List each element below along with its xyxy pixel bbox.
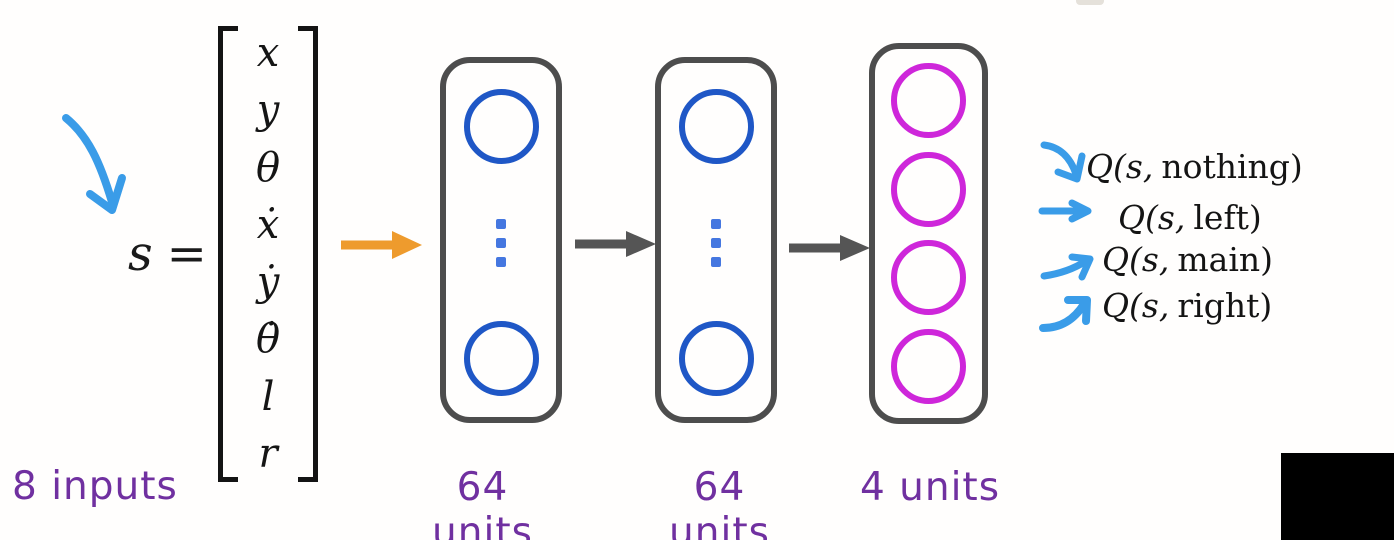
curved-arrow-down-right-icon (62, 114, 126, 214)
vector-item-theta: θ (255, 144, 281, 191)
q-action-right: right) (1177, 286, 1273, 325)
q-action-main: main) (1177, 240, 1274, 279)
q-nothing-curved-arrow-icon (1040, 141, 1086, 183)
hidden1-unit-bottom (463, 321, 539, 396)
vector-item-x-dot: ẋ (256, 201, 280, 248)
vector-item-x: x (256, 30, 280, 76)
input-arrow-right-icon (341, 231, 422, 259)
hidden2-unit-bottom (678, 321, 754, 396)
vector-item-theta-dot: θ̇ (255, 316, 281, 363)
q-action-left: left) (1193, 198, 1262, 237)
q-formula-prefix: Q(s, (1102, 286, 1170, 325)
layer-arrow-right-icon (789, 235, 870, 261)
inputs-count-label: 8 inputs (12, 464, 178, 509)
output-layer (869, 43, 988, 424)
vector-item-y-dot: ẏ (256, 259, 280, 305)
corner-black-block (1281, 453, 1394, 540)
output-unit-4 (891, 329, 966, 405)
vector-left-bracket (218, 26, 238, 482)
q-output-left: Q(s,left) (1118, 198, 1262, 237)
equals-sign: = (166, 226, 207, 282)
vector-item-l: l (261, 373, 275, 420)
hidden1-units-label: 64 units (432, 465, 533, 540)
vector-item-y: y (256, 87, 280, 134)
q-formula-prefix: Q(s, (1118, 198, 1186, 237)
q-output-main: Q(s,main) (1102, 240, 1273, 279)
vector-items: x y θ ẋ ẏ θ̇ l r (238, 26, 298, 482)
q-formula-prefix: Q(s, (1102, 240, 1170, 279)
top-edge-artifact (1076, 0, 1104, 5)
hidden2-unit-top (678, 89, 754, 164)
ellipsis-dots-icon (496, 218, 506, 267)
q-left-arrow-icon (1038, 199, 1092, 223)
q-formula-prefix: Q(s, (1086, 147, 1154, 186)
ellipsis-dots-icon (711, 218, 721, 267)
q-output-right: Q(s,right) (1102, 286, 1272, 325)
hidden-layer-2 (655, 57, 777, 423)
q-main-curved-arrow-icon (1040, 253, 1094, 281)
output-unit-2 (891, 151, 966, 227)
output-unit-3 (891, 240, 966, 316)
hidden-layer-1 (440, 57, 562, 423)
vector-item-r: r (258, 430, 278, 477)
q-right-curved-arrow-icon (1039, 296, 1091, 332)
hidden1-unit-top (463, 89, 539, 164)
q-output-nothing: Q(s,nothing) (1086, 147, 1303, 186)
state-vector: x y θ ẋ ẏ θ̇ l r (218, 26, 318, 482)
q-action-nothing: nothing) (1161, 147, 1303, 186)
hidden2-units-label: 64 units (669, 465, 770, 540)
output-units-label: 4 units (859, 465, 1001, 510)
output-unit-1 (891, 62, 966, 138)
vector-right-bracket (298, 26, 318, 482)
layer-arrow-right-icon (575, 231, 656, 257)
state-symbol: s (128, 226, 153, 282)
state-equation: s= (128, 226, 207, 282)
